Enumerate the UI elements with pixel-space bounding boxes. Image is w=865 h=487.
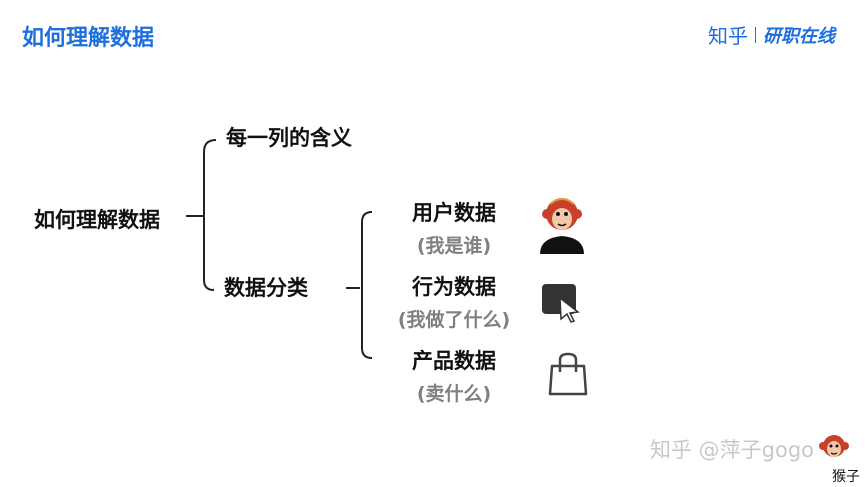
category-bracket [361,211,373,359]
category-subtitle: (我是谁) [416,235,492,257]
watermark-text: 知乎 @萍子gogo [650,438,815,462]
category-title: 产品数据 [412,349,496,373]
category-title: 行为数据 [412,275,496,299]
brand-logo: 知乎 研职在线 [708,20,835,49]
category-user-data: 用户数据 (我是谁) [374,197,534,258]
cursor-click-icon [542,284,580,323]
page-title: 如何理解数据 [22,26,155,51]
category-title: 用户数据 [412,201,496,225]
category-subtitle: (我做了什么) [397,309,511,331]
monkey-user-icon [540,198,584,254]
category-product-data: 产品数据 (卖什么) [374,345,534,406]
brand-zhihu-label: 知乎 [708,24,748,48]
category-subtitle: (卖什么) [416,383,492,405]
category-action-data: 行为数据 (我做了什么) [374,271,534,332]
watermark-avatar-label: 猴子 [832,469,860,485]
tree-root: 如何理解数据 [34,208,160,232]
branch-bracket [203,139,217,291]
brand-yanzhi-label: 研职在线 [763,25,835,47]
shopping-bag-icon [548,352,588,396]
brand-divider [755,26,756,43]
watermark-monkey-icon [819,435,849,457]
branch-column-meaning: 每一列的含义 [226,126,352,150]
branch-data-category: 数据分类 [224,276,308,300]
